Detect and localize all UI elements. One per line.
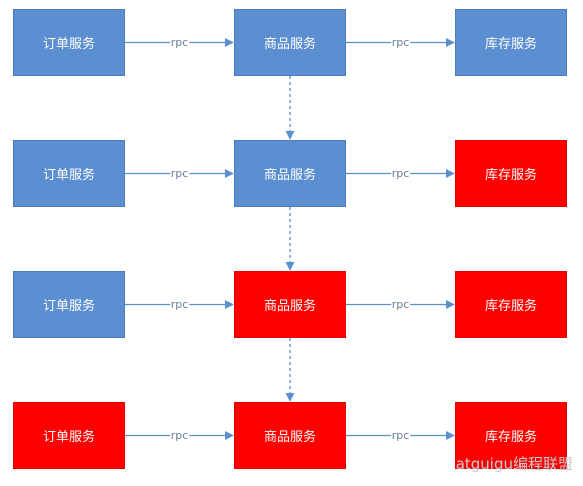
inventory-service-box: 库存服务 <box>455 9 567 76</box>
order-service-box: 订单服务 <box>13 9 125 76</box>
order-service-box: 订单服务 <box>13 140 125 207</box>
rpc-label: rpc <box>390 35 411 49</box>
product-service-box: 商品服务 <box>234 140 346 207</box>
inventory-service-box: 库存服务 <box>455 140 567 207</box>
inventory-service-box: 库存服务 <box>455 402 567 469</box>
rpc-label: rpc <box>390 428 411 442</box>
order-service-box: 订单服务 <box>13 271 125 338</box>
product-service-box: 商品服务 <box>234 271 346 338</box>
order-service-box: 订单服务 <box>13 402 125 469</box>
rpc-label: rpc <box>169 35 190 49</box>
rpc-label: rpc <box>390 166 411 180</box>
watermark: atguigu编程联盟 <box>455 455 573 473</box>
inventory-service-box: 库存服务 <box>455 271 567 338</box>
rpc-label: rpc <box>390 297 411 311</box>
product-service-box: 商品服务 <box>234 9 346 76</box>
product-service-box: 商品服务 <box>234 402 346 469</box>
rpc-label: rpc <box>169 297 190 311</box>
rpc-label: rpc <box>169 166 190 180</box>
rpc-label: rpc <box>169 428 190 442</box>
